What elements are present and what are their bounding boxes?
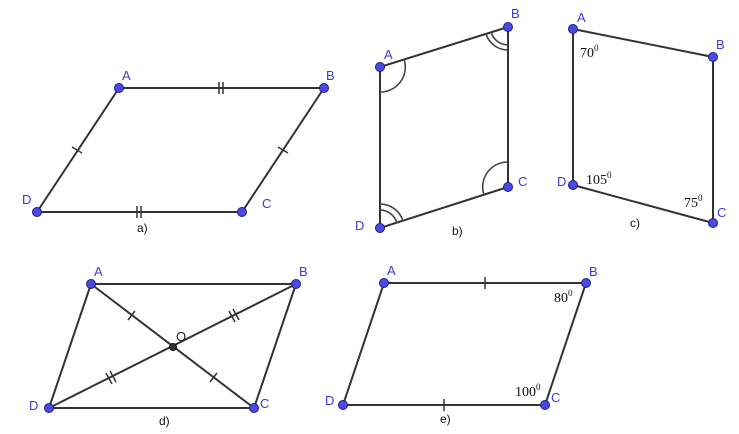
angle-arc-c xyxy=(481,161,509,196)
vertex-label-d: D xyxy=(22,192,31,207)
figure-caption-d: d) xyxy=(159,414,170,428)
figure-caption-c: c) xyxy=(630,216,640,230)
figure-e: A B C D 800 1000 e) xyxy=(325,263,598,426)
vertex-label-a: A xyxy=(577,10,586,25)
vertex-point-b xyxy=(319,83,329,93)
angle-value-a: 700 xyxy=(580,43,599,61)
vertex-label-b: B xyxy=(326,68,335,83)
vertex-point-c xyxy=(503,182,513,192)
center-point-o xyxy=(169,343,177,351)
vertex-point-a xyxy=(375,62,385,72)
vertex-label-b: B xyxy=(716,37,725,52)
vertex-label-a: A xyxy=(122,68,131,83)
angle-arc-a xyxy=(379,58,407,93)
vertex-point-d xyxy=(44,403,54,413)
angle-value-b: 800 xyxy=(554,288,573,306)
vertex-point-a xyxy=(379,278,389,288)
figure-b: A B C D b) xyxy=(355,6,527,238)
segment-bc xyxy=(253,283,297,409)
center-label-o: O xyxy=(176,329,186,344)
angle-value-c: 1000 xyxy=(515,382,541,400)
vertex-label-d: D xyxy=(355,218,364,233)
figure-caption-e: e) xyxy=(440,412,451,426)
segment-cd xyxy=(572,184,714,224)
vertex-point-a xyxy=(86,279,96,289)
vertex-point-a xyxy=(114,83,124,93)
tick-bc xyxy=(277,146,289,154)
segment-ab xyxy=(379,26,509,68)
vertex-label-b: B xyxy=(511,6,520,21)
segment-cd xyxy=(379,186,509,229)
vertex-label-d: D xyxy=(325,393,334,408)
vertex-label-a: A xyxy=(384,47,393,62)
segment-da xyxy=(342,282,385,406)
vertex-point-d xyxy=(338,400,348,410)
tick-ao xyxy=(127,310,136,321)
figure-d: A B C D O d) xyxy=(29,264,308,428)
vertex-label-c: C xyxy=(262,196,271,211)
vertex-point-b xyxy=(291,279,301,289)
segment-da xyxy=(48,283,92,409)
tick-oc xyxy=(209,372,218,383)
angle-arc-b-outer xyxy=(485,33,509,51)
vertex-point-b xyxy=(503,22,513,32)
segment-ab xyxy=(572,28,714,58)
angle-arc-b-inner xyxy=(490,31,509,46)
vertex-point-b xyxy=(581,278,591,288)
vertex-label-a: A xyxy=(94,264,103,279)
segment-bc xyxy=(544,282,587,406)
figure-caption-b: b) xyxy=(452,224,463,238)
vertex-point-a xyxy=(568,24,578,34)
vertex-label-c: C xyxy=(260,396,269,411)
vertex-label-d: D xyxy=(557,174,566,189)
vertex-point-c xyxy=(237,207,247,217)
figure-caption-a: a) xyxy=(137,221,148,235)
angle-arc-d-inner xyxy=(379,209,398,224)
vertex-label-c: C xyxy=(518,174,527,189)
double-tick-ob xyxy=(232,308,240,321)
figure-c: A B C D 700 1050 750 c) xyxy=(557,10,726,230)
vertex-point-c xyxy=(249,403,259,413)
vertex-point-c xyxy=(708,218,718,228)
angle-value-d: 1050 xyxy=(586,170,612,188)
vertex-label-b: B xyxy=(299,264,308,279)
vertex-label-c: C xyxy=(551,390,560,405)
vertex-point-d xyxy=(568,180,578,190)
vertex-label-a: A xyxy=(387,263,396,278)
double-tick-ob xyxy=(228,310,236,323)
vertex-point-c xyxy=(540,400,550,410)
figure-a: A B C D a) xyxy=(22,68,335,235)
vertex-label-b: B xyxy=(589,264,598,279)
angle-value-c: 750 xyxy=(684,193,703,211)
double-tick-do xyxy=(105,372,113,385)
angle-arc-d-outer xyxy=(379,203,404,222)
double-tick-do xyxy=(109,370,117,383)
vertex-point-b xyxy=(708,52,718,62)
vertex-point-d xyxy=(32,207,42,217)
vertex-label-c: C xyxy=(717,205,726,220)
vertex-label-d: D xyxy=(29,398,38,413)
vertex-point-d xyxy=(375,223,385,233)
tick-da xyxy=(71,146,83,154)
